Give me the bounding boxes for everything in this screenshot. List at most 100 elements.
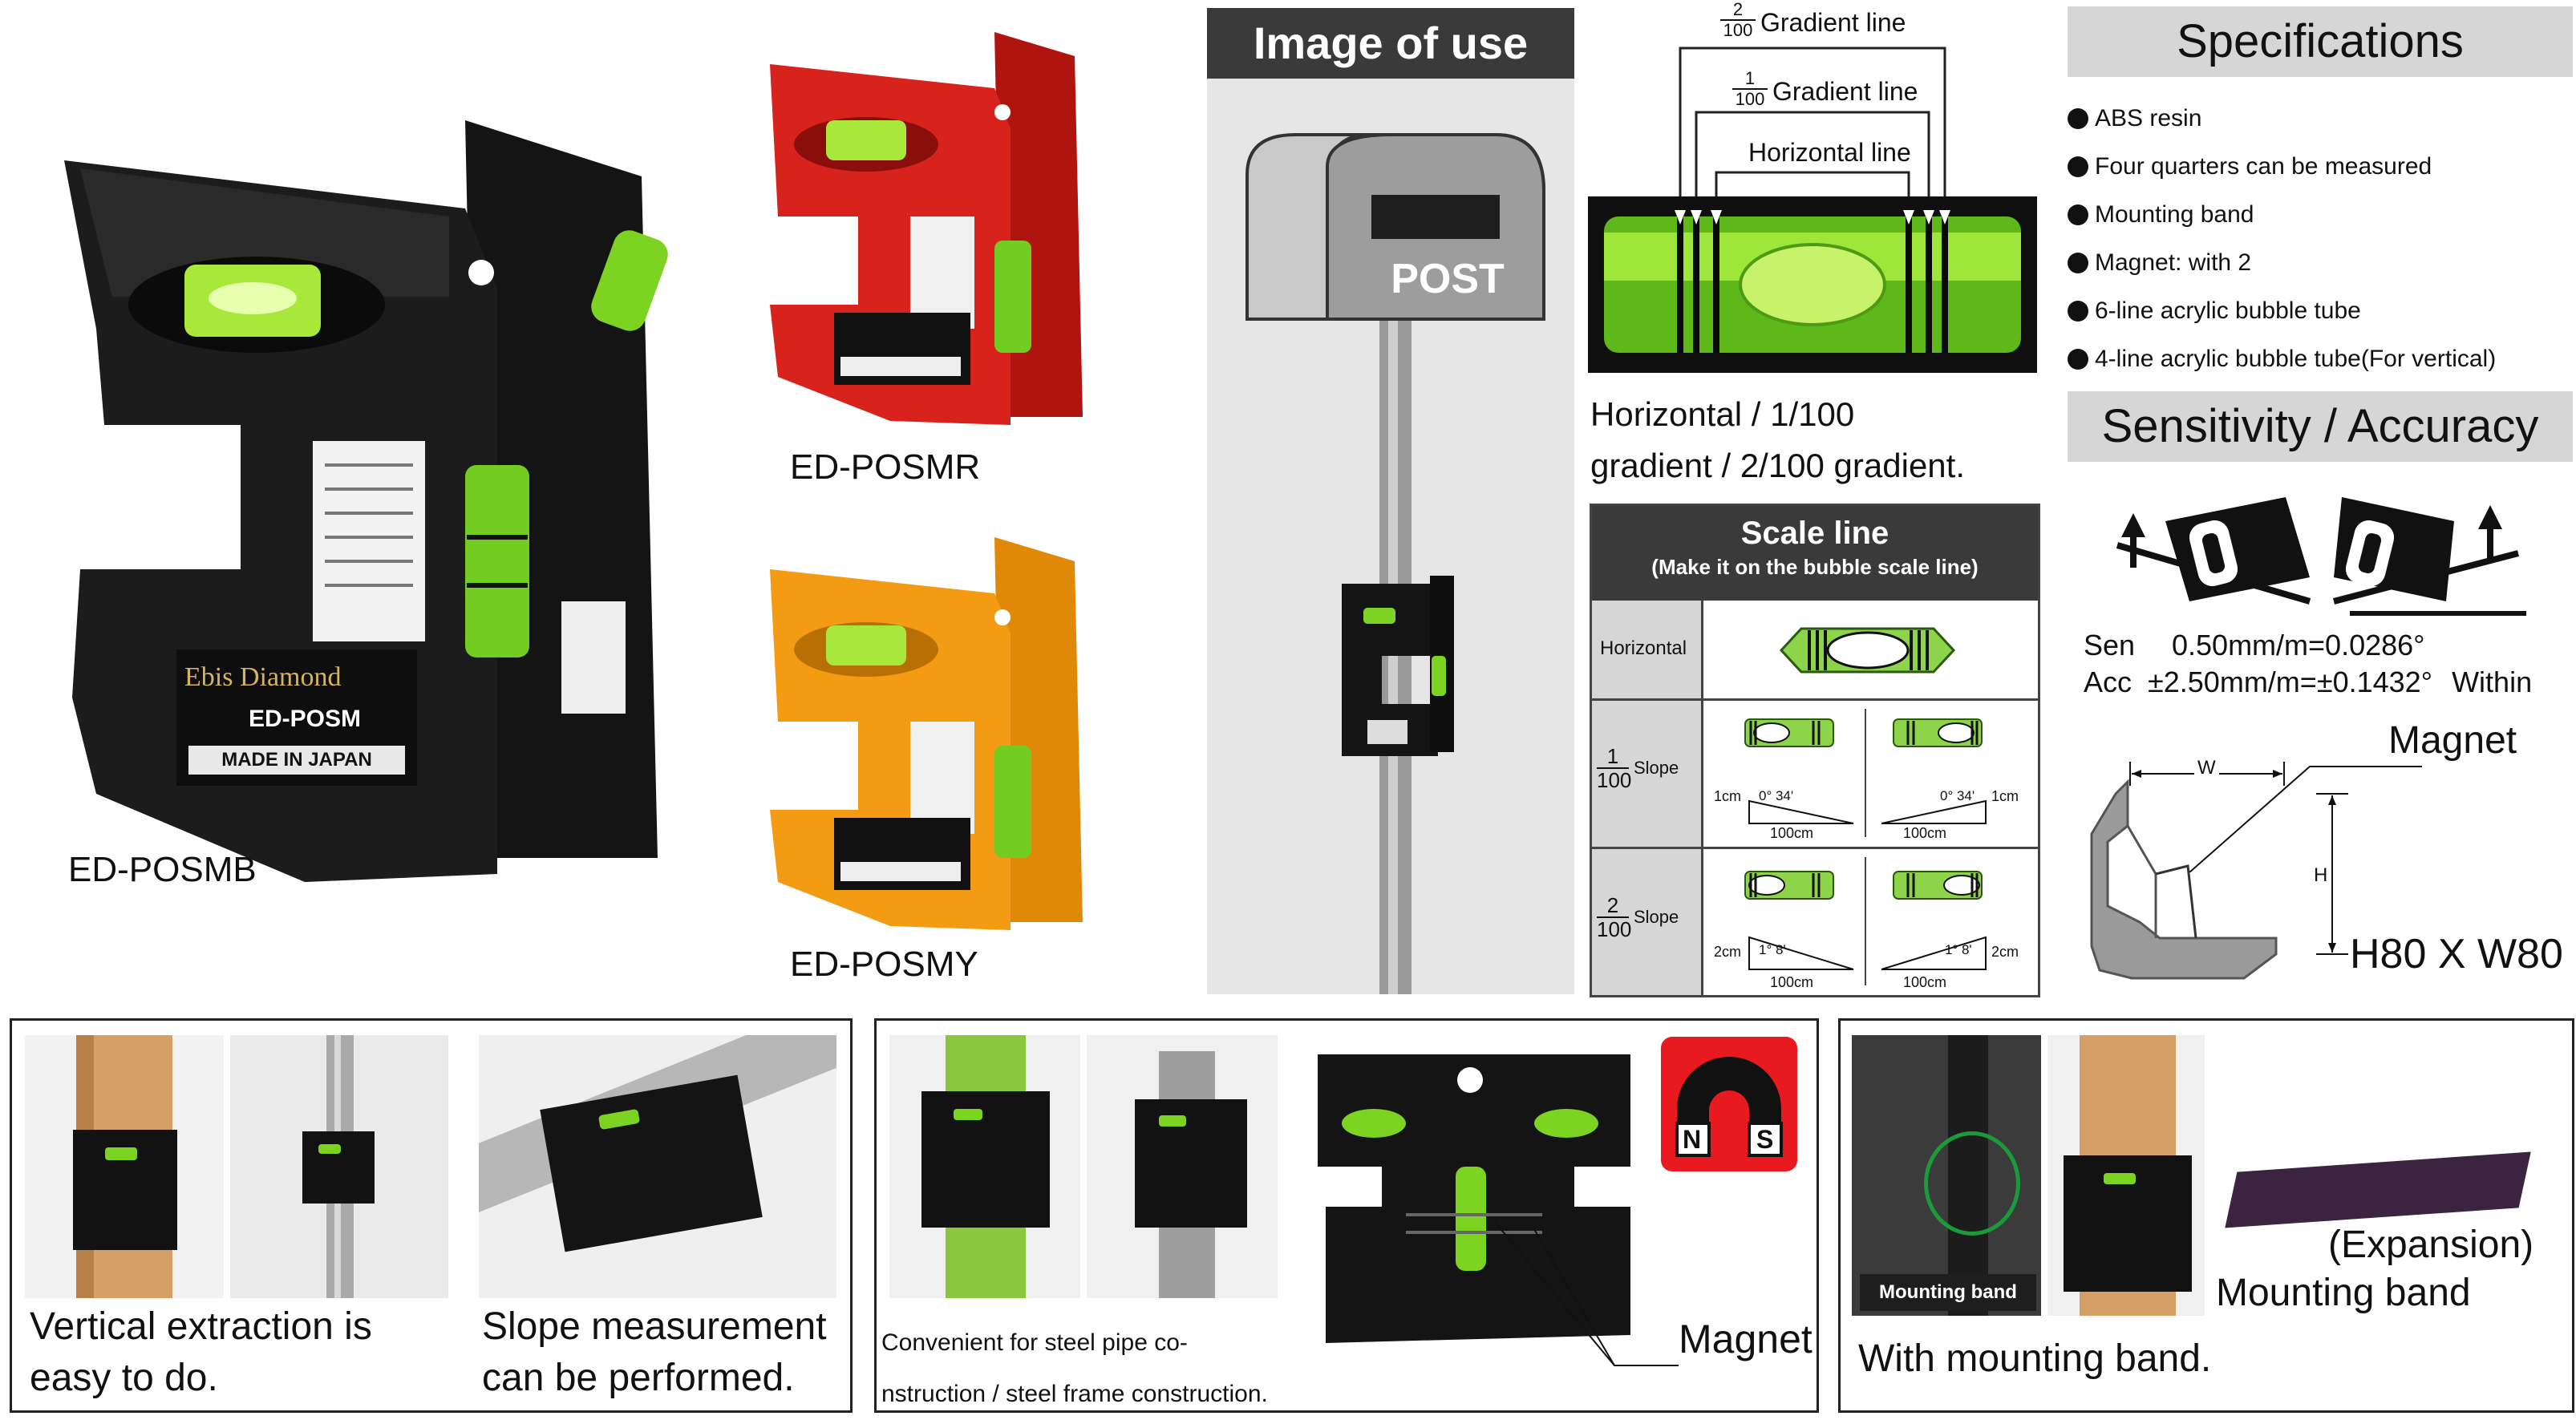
- bullet-icon: [2068, 349, 2088, 370]
- product-brand: Ebis Diamond: [184, 662, 342, 692]
- slope1-right-angle: 0° 34': [1940, 788, 1975, 803]
- photo-level-flat: [1318, 1054, 1630, 1343]
- magnet-n: N: [1683, 1125, 1702, 1154]
- slope2-left-height: 2cm: [1714, 944, 1742, 960]
- bubble-diagram: 2 100 Gradient line 1 100 Gradient line …: [1588, 0, 2037, 377]
- mounting-band-tag: Mounting band: [1860, 1274, 2036, 1311]
- bottom-box-band: Mounting band (Expansion) Mounting band …: [1838, 1018, 2574, 1413]
- gradient2-label: Gradient line: [1760, 8, 1906, 38]
- spec-item-material: ABS resin: [2068, 95, 2573, 143]
- bottom-box-steel: Magnet N S Convenient for steel pipe co-…: [874, 1018, 1819, 1413]
- photo-green-frame: [889, 1035, 1080, 1298]
- mounting-band-label: Mounting band: [2216, 1272, 2471, 1314]
- slope2-den: 100: [1597, 917, 1632, 941]
- expansion-label: (Expansion): [2328, 1224, 2534, 1266]
- spec-text: ABS resin: [2095, 105, 2202, 131]
- steel-caption: Convenient for steel pipe co- nstruction…: [881, 1317, 1268, 1420]
- spec-text: Magnet: with 2: [2095, 249, 2252, 276]
- slope2-num: 2: [1597, 894, 1629, 918]
- gradient1-fraction: 1 100: [1732, 69, 1768, 109]
- steel-caption-line2: nstruction / steel frame construction.: [881, 1381, 1268, 1407]
- spec-text: 4-line acrylic bubble tube(For vertical): [2095, 346, 2497, 372]
- bullet-icon: [2068, 253, 2088, 273]
- bubble-caption-line2: gradient / 2/100 gradient.: [1590, 447, 1966, 484]
- acc-label: Acc: [2084, 665, 2132, 698]
- bubble-caption: Horizontal / 1/100 gradient / 2/100 grad…: [1590, 389, 1965, 492]
- horizontal-line-label: Horizontal line: [1748, 138, 1911, 168]
- slope1-den: 100: [1597, 768, 1632, 792]
- vertical-caption: Vertical extraction is easy to do.: [30, 1301, 372, 1404]
- photo-band-post: [2047, 1035, 2205, 1316]
- photo-steel-pipe: [230, 1035, 448, 1298]
- bottom-box-vertical: Vertical extraction is easy to do. Slope…: [10, 1018, 853, 1413]
- dimension-h: H: [2314, 864, 2328, 887]
- product-model: ED-POSM: [248, 706, 361, 732]
- magnet-leader-line: [2189, 766, 2422, 872]
- bullet-icon: [2068, 156, 2088, 177]
- slope2-text: Slope: [1634, 907, 1679, 927]
- product-yellow: [754, 521, 1107, 938]
- product-red: [754, 16, 1107, 433]
- scale-subtitle: (Make it on the bubble scale line): [1651, 555, 1979, 579]
- acc-suffix: Within: [2452, 665, 2533, 698]
- spec-item-band: Mounting band: [2068, 191, 2573, 239]
- product-black: Ebis Diamond ED-POSM MADE IN JAPAN: [48, 88, 682, 882]
- slope-caption-line2: can be performed.: [482, 1357, 795, 1399]
- photo-wood-post: [25, 1035, 224, 1298]
- bubble-caption-line1: Horizontal / 1/100: [1590, 395, 1855, 433]
- magnet-label: Magnet: [1679, 1317, 1813, 1361]
- product-made-in: MADE IN JAPAN: [221, 749, 372, 771]
- slope1-num: 1: [1597, 745, 1629, 769]
- slope2-left-base: 100cm: [1770, 974, 1814, 990]
- bullet-icon: [2068, 301, 2088, 322]
- label-red: ED-POSMR: [790, 447, 981, 487]
- scale-table: Scale line (Make it on the bubble scale …: [1590, 504, 2040, 997]
- slope1-right-height: 1cm: [1991, 788, 2019, 804]
- sen-label: Sen: [2084, 629, 2136, 661]
- label-black: ED-POSMB: [68, 850, 257, 889]
- magnet-icon: N S: [1661, 1037, 1797, 1171]
- slope1-text: Slope: [1634, 758, 1679, 778]
- dimension-w: W: [2194, 757, 2219, 779]
- photo-band-closeup: [1852, 1035, 2041, 1316]
- slope2-right-angle: 1° 8': [1945, 942, 1972, 957]
- sensitivity-diagram: [2116, 497, 2526, 616]
- sensitivity-title: Sensitivity / Accuracy: [2068, 391, 2573, 462]
- spec-item-quarters: Four quarters can be measured: [2068, 143, 2573, 191]
- sen-value: 0.50mm/m=0.0286°: [2172, 629, 2425, 661]
- photo-grey-pipe: [1087, 1035, 1278, 1298]
- gradient2-num: 2: [1720, 0, 1756, 21]
- specs-list: ABS resin Four quarters can be measured …: [2068, 95, 2573, 383]
- slope1-left-angle: 0° 34': [1759, 788, 1794, 803]
- vertical-caption-line2: easy to do.: [30, 1357, 218, 1399]
- bullet-icon: [2068, 204, 2088, 225]
- dimension-magnet-label: Magnet: [2388, 719, 2517, 762]
- gradient1-den: 100: [1735, 89, 1765, 109]
- slope1-label: 1 100 Slope: [1597, 745, 1679, 791]
- usage-title: Image of use: [1207, 8, 1574, 79]
- mailbox-text: POST: [1391, 256, 1505, 302]
- slope-caption-line1: Slope measurement: [482, 1305, 827, 1348]
- dimension-size: H80 X W80: [2350, 931, 2563, 977]
- slope1-left-height: 1cm: [1714, 788, 1742, 804]
- label-yellow: ED-POSMY: [790, 945, 978, 984]
- dimension-diagram: [2090, 762, 2348, 980]
- vertical-caption-line1: Vertical extraction is: [30, 1305, 372, 1348]
- slope1-left-base: 100cm: [1770, 825, 1814, 841]
- spec-text: Four quarters can be measured: [2095, 153, 2432, 180]
- slope-caption: Slope measurement can be performed.: [482, 1301, 827, 1404]
- magnet-s: S: [1756, 1125, 1774, 1154]
- gradient2-fraction: 2 100: [1720, 0, 1756, 40]
- acc-value: ±2.50mm/m=±0.1432°: [2148, 665, 2433, 698]
- scale-title: Scale line: [1740, 516, 1889, 551]
- gradient2-den: 100: [1723, 20, 1753, 40]
- slope2-label: 2 100 Slope: [1597, 894, 1679, 941]
- magnet-leader: [1493, 1220, 1679, 1366]
- spec-item-4-line: 4-line acrylic bubble tube(For vertical): [2068, 335, 2573, 383]
- photo-slope-pipe: [479, 1035, 836, 1298]
- slope1-right-base: 100cm: [1903, 825, 1947, 841]
- gradient1-label: Gradient line: [1772, 77, 1918, 107]
- spec-item-6-line: 6-line acrylic bubble tube: [2068, 287, 2573, 335]
- sensitivity-values: Sen 0.50mm/m=0.0286° Acc ±2.50mm/m=±0.1432…: [2084, 627, 2532, 701]
- usage-panel: Image of use POST: [1207, 8, 1574, 994]
